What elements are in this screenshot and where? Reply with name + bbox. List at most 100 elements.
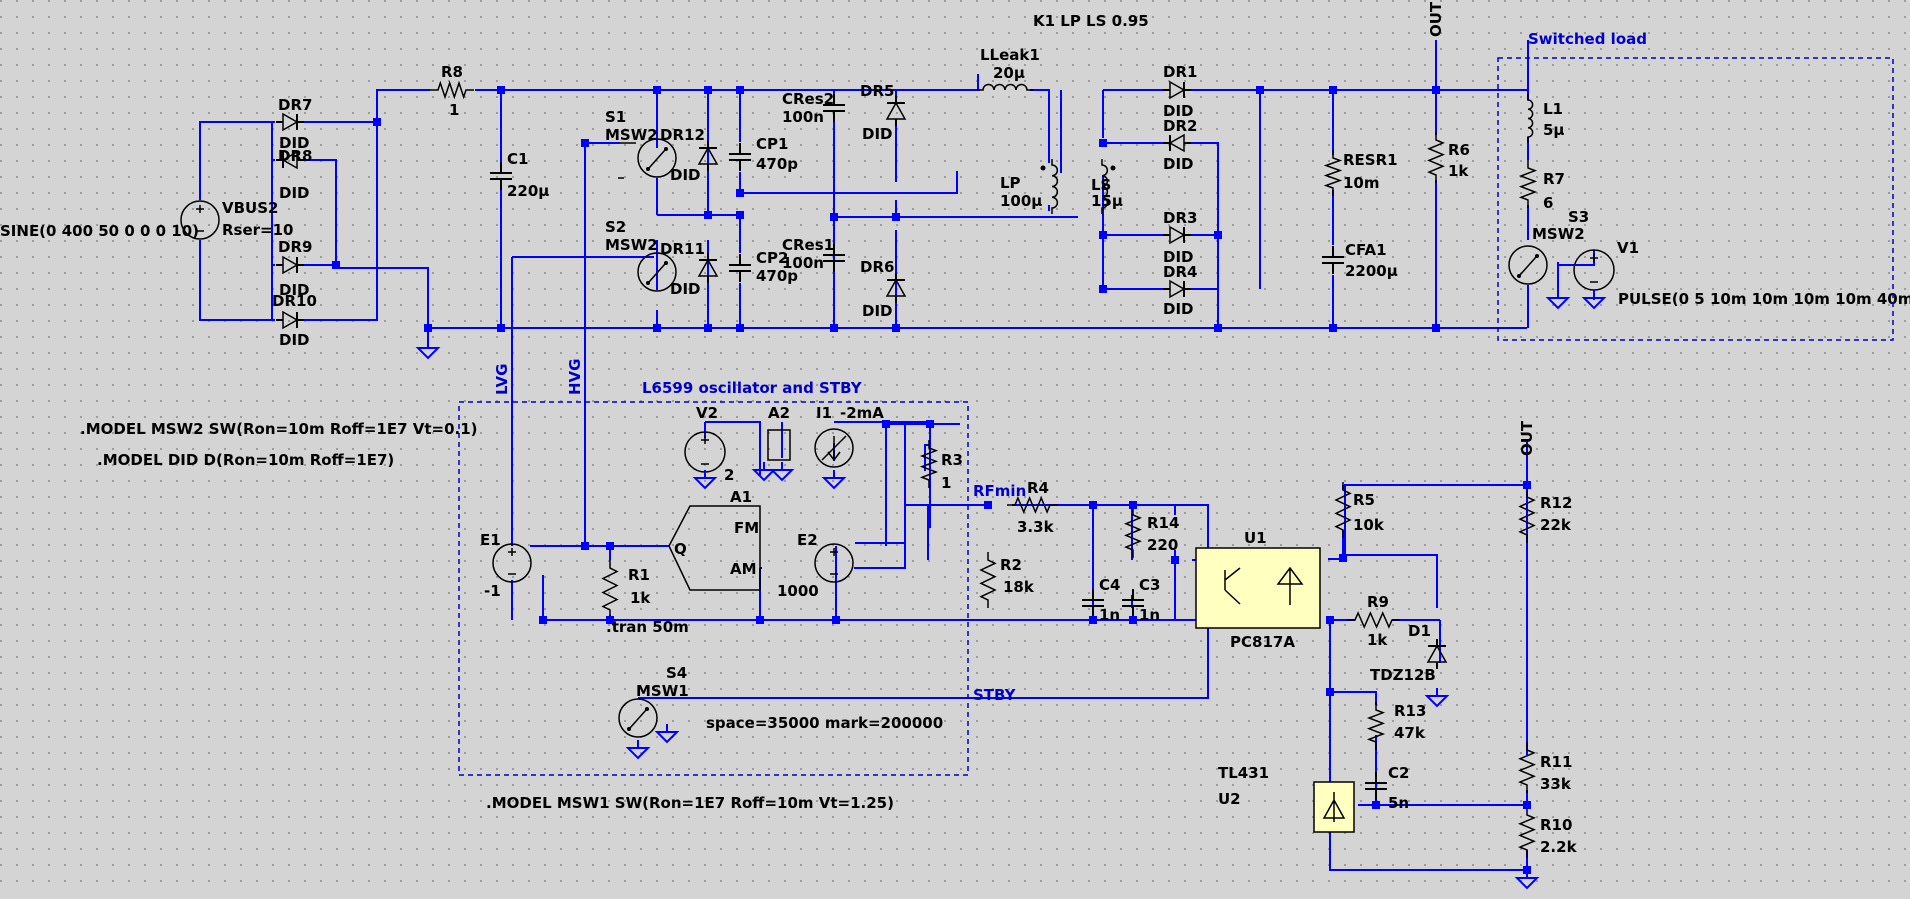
label-components-s4-ref: S4 xyxy=(666,664,687,682)
label-components-e2-value: 1000 xyxy=(777,582,819,600)
hvg-net[interactable]: HVG xyxy=(566,359,584,395)
label-components-r1-value: 1k xyxy=(630,589,651,607)
A2-block[interactable]: A2 xyxy=(751,404,795,482)
directive-did[interactable]: .MODEL DID D(Ron=10m Roff=1E7) xyxy=(97,451,394,469)
label-components-r5-value: 10k xyxy=(1353,516,1385,534)
label-components-resr1-value: 10m xyxy=(1343,174,1380,192)
label-components-d1-value: TDZ12B xyxy=(1370,666,1436,684)
label-components-r6-ref: R6 xyxy=(1448,141,1470,159)
label-components-lp-ref: LP xyxy=(1000,174,1021,192)
rfmin-net[interactable]: RFmin xyxy=(973,482,1026,500)
k1-directive[interactable]: K1 LP LS 0.95 xyxy=(1033,12,1149,30)
label-components-c4-ref: C4 xyxy=(1099,576,1120,594)
label-components-dr3-ref: DR3 xyxy=(1163,209,1197,227)
directive-tran[interactable]: .tran 50m xyxy=(606,618,689,636)
out-label-right: OUT xyxy=(1518,420,1536,456)
R7-resistor[interactable]: R76 xyxy=(1518,160,1565,212)
R3-resistor[interactable]: R31 xyxy=(919,440,963,492)
label-components-r14-ref: R14 xyxy=(1147,514,1179,532)
label-components-r11-value: 33k xyxy=(1540,775,1572,793)
R4-resistor[interactable]: R43.3k xyxy=(1007,479,1058,536)
I1-source[interactable]: I1-2mA xyxy=(814,404,884,490)
label-components-u1-value: PC817A xyxy=(1230,633,1295,651)
label-components-r8-value: 1 xyxy=(449,101,459,119)
label-components-s3-value: MSW2 xyxy=(1532,225,1585,243)
lvg-label: LVG xyxy=(493,364,511,395)
label-components-r12-ref: R12 xyxy=(1540,494,1572,512)
R8-resistor[interactable]: R8 1 xyxy=(430,63,474,119)
out-net-top[interactable]: OUT xyxy=(1427,1,1445,90)
label-components-dr11-value: DID xyxy=(670,280,700,298)
DR7-diode[interactable]: DR7 xyxy=(276,96,312,132)
oscillator-box[interactable]: L6599 oscillator and STBY xyxy=(458,379,969,776)
DR7-value[interactable]: DID xyxy=(279,134,309,152)
label-components-cres1-value: 100n xyxy=(782,254,824,272)
directive-msw2[interactable]: .MODEL MSW2 SW(Ron=10m Roff=1E7 Vt=0.1) xyxy=(80,420,478,438)
directive-msw1[interactable]: .MODEL MSW1 SW(Ron=1E7 Roff=10m Vt=1.25) xyxy=(486,794,894,812)
label-components-r13-value: 47k xyxy=(1394,724,1426,742)
label-components-a2-ref: A2 xyxy=(768,404,790,422)
label-components-r9-ref: R9 xyxy=(1367,593,1389,611)
lvg-net[interactable]: LVG xyxy=(493,364,511,395)
out-net-right[interactable]: OUT xyxy=(1518,420,1536,485)
E1-source[interactable]: E1-1 xyxy=(480,531,532,600)
label-components-r7-value: 6 xyxy=(1543,194,1553,212)
switched-load-box[interactable]: Switched load xyxy=(1497,30,1894,341)
label-components-cres2-ref: CRes2 xyxy=(782,90,834,108)
stby-net[interactable]: STBY xyxy=(973,686,1017,704)
label-components-c2-ref: C2 xyxy=(1388,764,1409,782)
label-components-r8-ref: R8 xyxy=(441,63,463,81)
label-components-c3-ref: C3 xyxy=(1139,576,1160,594)
V2-source[interactable]: V22 xyxy=(684,404,734,490)
label-components-r10-value: 2.2k xyxy=(1540,838,1578,856)
